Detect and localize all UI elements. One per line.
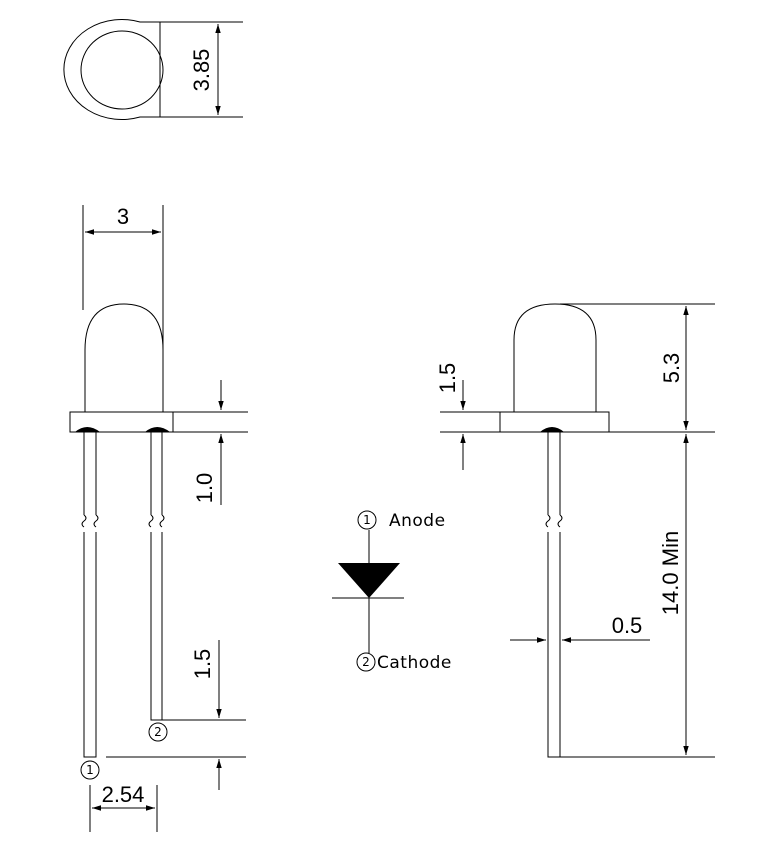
dim-flange-gap: 1.0	[192, 473, 217, 504]
pin-1-label: 1	[86, 763, 94, 777]
lead-1	[83, 432, 97, 758]
pin-marker	[357, 510, 377, 530]
diode-symbol: 1 Anode 2 Cathode	[332, 510, 452, 673]
lead-2	[150, 432, 163, 721]
diode-triangle	[338, 563, 400, 598]
dim-total-height: 5.3	[659, 353, 684, 384]
led-flange	[69, 411, 174, 433]
dim-lead-pitch: 2.54	[102, 782, 145, 807]
lead-break	[148, 514, 165, 528]
side-view: 1.5 5.3 14.0 Min 0.5	[435, 303, 715, 758]
solder-bump	[540, 427, 564, 432]
led-dome	[84, 303, 164, 413]
dim-body-width: 3	[117, 204, 129, 229]
pin-marker	[80, 760, 100, 780]
anode-label: Anode	[389, 511, 446, 531]
top-view: 3.85	[63, 19, 243, 120]
pin-2-label: 2	[154, 725, 162, 739]
lead-break	[545, 514, 563, 528]
pin-marker	[148, 722, 168, 742]
front-view: 3 1.0 1.5 2 1 2.54	[69, 204, 248, 832]
lead-side	[547, 432, 561, 758]
solder-bump	[145, 427, 170, 432]
dim-top-height: 3.85	[189, 49, 214, 92]
dim-lead-length: 14.0 Min	[658, 531, 683, 615]
cathode-pin-number: 2	[362, 655, 370, 669]
pin-marker	[356, 652, 376, 672]
top-view-outline	[63, 19, 161, 120]
dim-lead-width: 0.5	[612, 613, 643, 638]
anode-pin-number: 1	[363, 513, 371, 527]
led-dome-side	[513, 303, 597, 413]
cathode-label: Cathode	[377, 653, 452, 673]
solder-bump	[75, 427, 100, 432]
top-view-lens	[80, 30, 164, 110]
dim-lead-offset: 1.5	[190, 649, 215, 680]
dim-flange-thickness: 1.5	[435, 363, 460, 394]
lead-break	[81, 514, 99, 528]
